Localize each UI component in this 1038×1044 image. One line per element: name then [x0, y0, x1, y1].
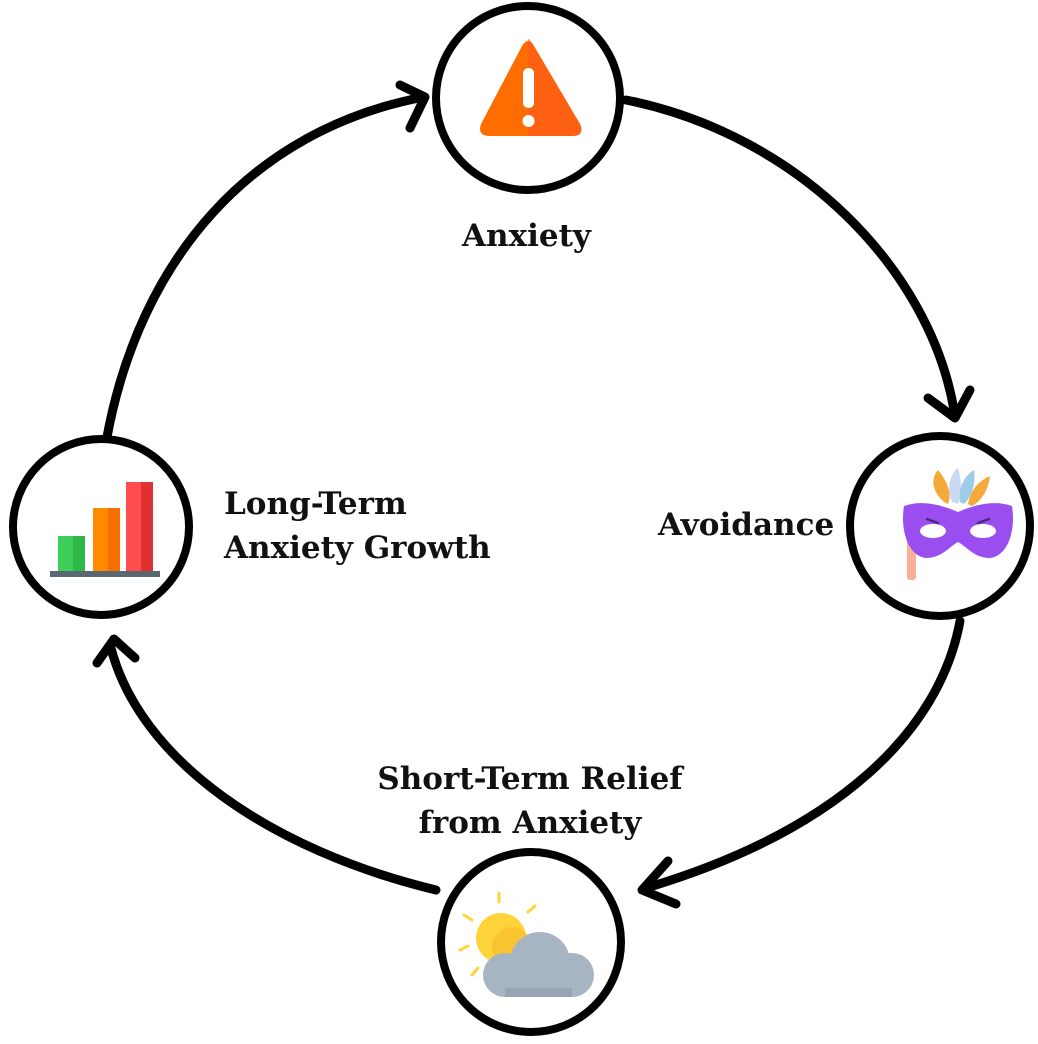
arrowhead-growth [92, 634, 140, 668]
short-term-relief-label: Short-Term Relief from Anxiety [350, 757, 710, 845]
long-term-growth-label: Long-Term Anxiety Growth [224, 482, 491, 570]
arc-growth-to-anxiety [102, 92, 429, 442]
long-term-growth-label-line-1: Long-Term [224, 486, 407, 522]
anxiety-label: Anxiety [462, 218, 591, 254]
arc-relief-to-growth [106, 643, 441, 895]
sun-behind-cloud-icon [458, 891, 594, 997]
long-term-growth-label-line-2: Anxiety Growth [224, 530, 491, 566]
arc-avoidance-to-relief [641, 616, 965, 893]
arrowhead-avoidance [923, 385, 975, 423]
masquerade-mask-icon [902, 468, 1014, 580]
arrowhead-anxiety [395, 80, 430, 133]
short-term-relief-label-line-1: Short-Term Relief [377, 761, 683, 797]
avoidance-label: Avoidance [658, 507, 835, 543]
arrowhead-relief [637, 856, 681, 909]
short-term-relief-label-line-2: from Anxiety [418, 805, 642, 841]
arc-anxiety-to-avoidance [621, 95, 959, 415]
warning-triangle-icon [480, 38, 582, 136]
bar-chart-icon [50, 482, 160, 577]
